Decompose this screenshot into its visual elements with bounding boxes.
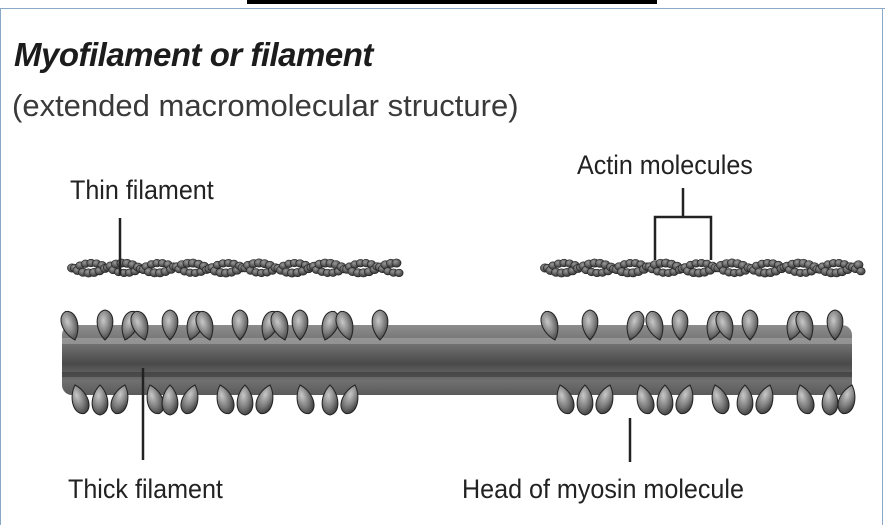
thin-filament-label: Thin filament (70, 175, 214, 206)
actin-bracket (655, 217, 711, 260)
thick-filament-highlight (62, 338, 852, 344)
actin-bead (392, 259, 401, 267)
thin-filament-right (540, 259, 865, 277)
thick-filament (62, 325, 852, 395)
myosin-head-label: Head of myosin molecule (462, 474, 744, 505)
actin-bead (857, 267, 865, 275)
actin-bead (395, 269, 403, 277)
thick-filament-label: Thick filament (68, 474, 223, 505)
thin-filament-left (67, 259, 403, 277)
thick-filament-core (62, 325, 852, 395)
actin-molecules-label: Actin molecules (577, 150, 753, 181)
thick-filament-shadow (62, 372, 852, 377)
